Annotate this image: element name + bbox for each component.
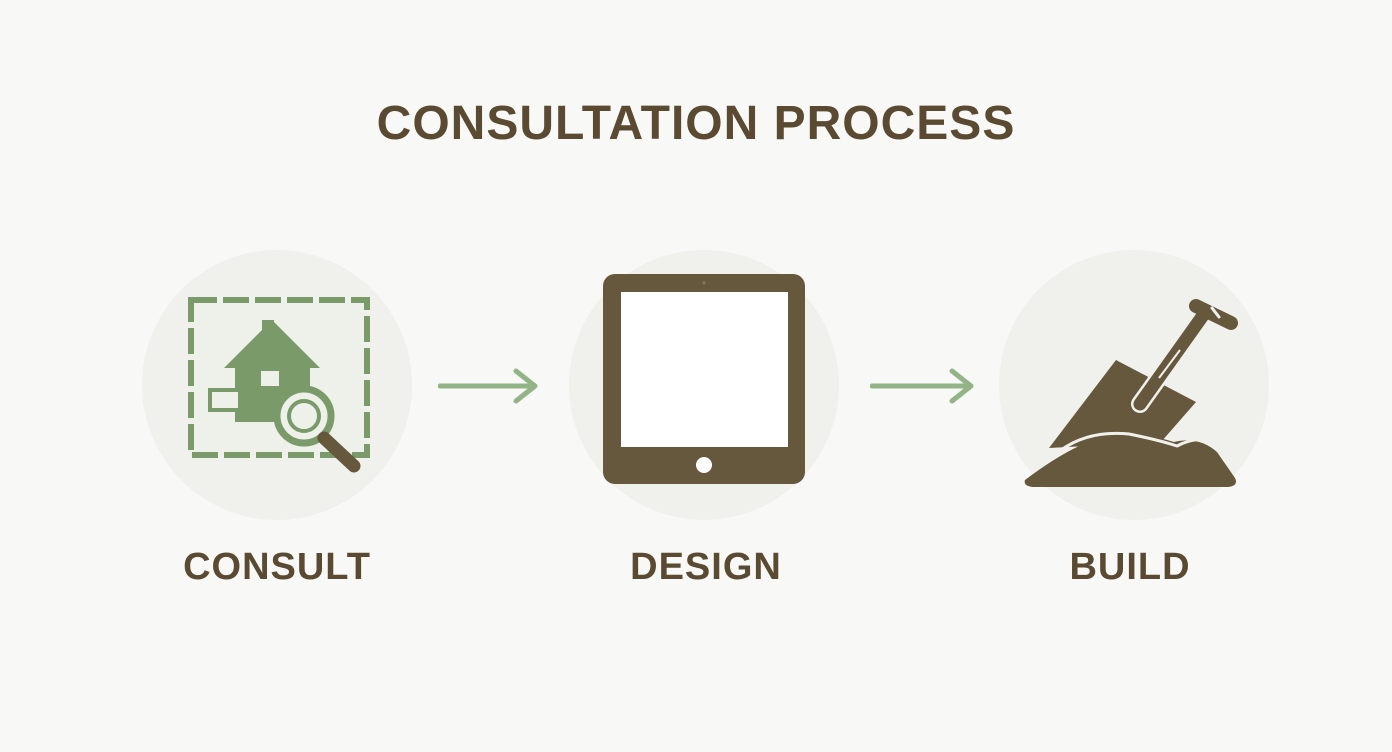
design-step	[569, 250, 839, 520]
arrow-right-icon	[870, 368, 974, 404]
step-label-design: DESIGN	[630, 546, 782, 588]
house-search-icon	[188, 297, 370, 473]
page-title: CONSULTATION PROCESS	[376, 97, 1016, 150]
shovel-icon	[1024, 299, 1238, 487]
consult-step	[142, 250, 412, 520]
build-step	[999, 250, 1269, 520]
step-label-consult: CONSULT	[183, 546, 371, 588]
step-label-build: BUILD	[1069, 546, 1191, 588]
tablet-icon	[603, 274, 805, 484]
arrow-right-icon	[438, 368, 538, 404]
